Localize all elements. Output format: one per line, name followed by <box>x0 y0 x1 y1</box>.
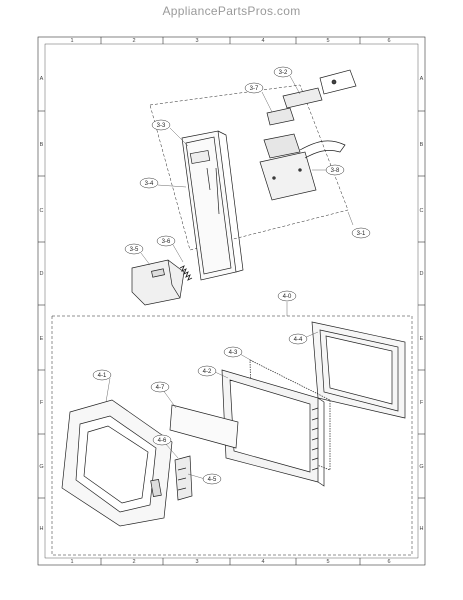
switch-bracket <box>282 69 357 159</box>
callout-text: 4-6 <box>158 438 167 444</box>
row-label-right: C <box>420 208 424 214</box>
site-header-watermark: AppliancePartsPros.com <box>162 4 301 18</box>
callout-text: 4-4 <box>294 337 303 343</box>
spring <box>179 265 193 281</box>
row-label-right: B <box>420 142 424 148</box>
callout-text: 4-0 <box>283 294 292 300</box>
callout-3-8 <box>325 164 345 176</box>
leader-lines-upper <box>140 75 354 266</box>
row-label-left: H <box>40 526 44 532</box>
callout-text: 4-5 <box>208 477 217 483</box>
callout-text: 3-1 <box>357 231 366 237</box>
control-panel-frame <box>181 130 244 281</box>
row-label-left: A <box>40 76 44 82</box>
door-latch <box>174 455 193 501</box>
callout-4-4 <box>288 333 308 345</box>
callout-3-5 <box>124 243 144 255</box>
callout-3-2 <box>273 66 293 78</box>
callout-text: 3-4 <box>145 181 154 187</box>
choke-cover <box>311 321 406 419</box>
col-label-top: 4 <box>261 38 264 44</box>
drawing-frame <box>37 36 426 566</box>
callout-text: 3-7 <box>250 86 259 92</box>
row-label-left: E <box>40 336 44 342</box>
control-panel-assembly <box>131 69 357 306</box>
callout-text: 4-3 <box>229 350 238 356</box>
pcb-board <box>259 133 317 201</box>
door-outer-panel <box>61 399 173 527</box>
callout-4-2 <box>197 365 217 377</box>
callout-3-4 <box>139 177 159 189</box>
col-label-top: 2 <box>132 38 135 44</box>
callout-text: 3-8 <box>331 168 340 174</box>
col-label-top: 6 <box>387 38 390 44</box>
callout-3-1 <box>351 227 371 239</box>
door-frame <box>221 369 325 487</box>
row-label-right: D <box>420 271 424 277</box>
col-label-top: 3 <box>195 38 198 44</box>
row-label-right: F <box>420 400 424 406</box>
row-label-left: B <box>40 142 44 148</box>
door-glass <box>169 404 239 449</box>
col-label-bottom: 5 <box>326 559 329 565</box>
callout-4-5 <box>202 473 222 485</box>
callout-text: 4-1 <box>98 373 107 379</box>
door-assembly <box>51 315 413 556</box>
col-label-bottom: 1 <box>70 559 73 565</box>
col-label-bottom: 6 <box>387 559 390 565</box>
row-label-right: E <box>420 336 424 342</box>
door-button <box>131 259 185 306</box>
row-label-right: H <box>420 526 424 532</box>
leader-lines-lower <box>105 302 319 480</box>
callout-labels <box>92 66 371 485</box>
col-label-top: 1 <box>70 38 73 44</box>
callout-text: 3-6 <box>162 239 171 245</box>
callout-4-3 <box>223 346 243 358</box>
callout-text: 4-2 <box>203 369 212 375</box>
callout-4-7 <box>150 381 170 393</box>
grid-references: 1 2 3 4 5 6 1 2 3 4 5 6 A B C D E F G H … <box>39 38 423 565</box>
callout-3-7 <box>244 82 264 94</box>
callout-4-1 <box>92 369 112 381</box>
row-label-left: F <box>40 400 44 406</box>
callout-text: 3-2 <box>279 70 288 76</box>
row-label-right: A <box>420 76 424 82</box>
callout-text: 4-7 <box>156 385 165 391</box>
callout-3-3 <box>151 119 171 131</box>
col-label-bottom: 4 <box>261 559 264 565</box>
callout-texts: 3-2 3-7 3-3 3-4 3-8 3-1 3-5 3-6 4-0 4-4 … <box>98 70 366 483</box>
row-label-right: G <box>419 464 423 470</box>
row-label-left: G <box>39 464 43 470</box>
callout-text: 3-5 <box>130 247 139 253</box>
callout-text: 3-3 <box>157 123 166 129</box>
row-label-left: C <box>40 208 44 214</box>
col-label-bottom: 2 <box>132 559 135 565</box>
callout-3-6 <box>156 235 176 247</box>
display-window <box>266 107 295 126</box>
row-label-left: D <box>40 271 44 277</box>
callout-4-6 <box>152 434 172 446</box>
col-label-bottom: 3 <box>195 559 198 565</box>
callout-4-0 <box>277 290 297 302</box>
col-label-top: 5 <box>326 38 329 44</box>
